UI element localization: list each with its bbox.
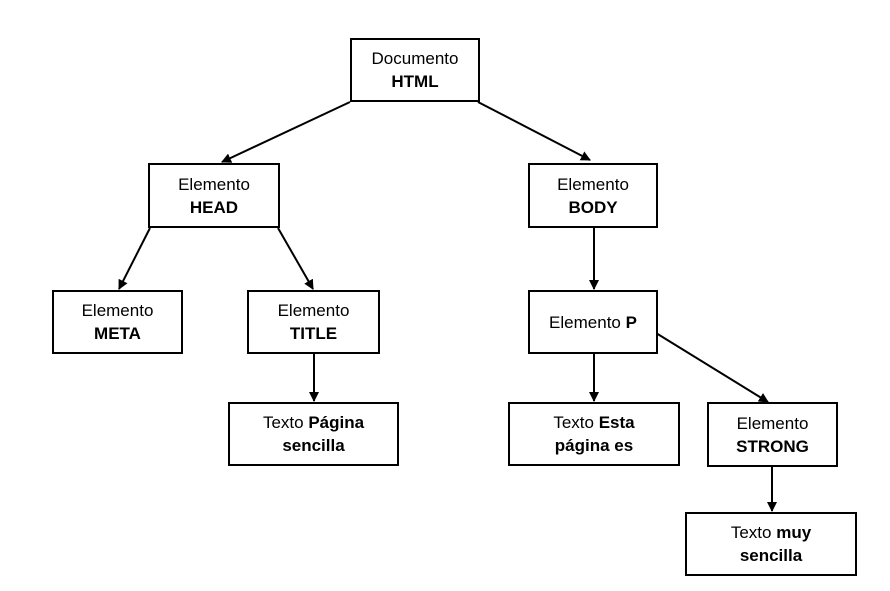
node-text-esta-pagina-es-line1: Texto Esta <box>553 411 634 434</box>
node-element-head-line1: Elemento <box>178 174 250 194</box>
node-text-esta-pagina-es-bold1: Esta <box>598 413 635 432</box>
node-element-head: Elemento HEAD <box>148 163 280 228</box>
edge-p-strong <box>655 332 769 403</box>
node-element-strong-line1: Elemento <box>736 413 809 433</box>
node-text-esta-pagina-es: Texto Esta página es <box>508 402 680 466</box>
node-element-p-bold: P <box>625 312 637 332</box>
node-element-body-line2: BODY <box>568 197 618 217</box>
node-element-title-line2: TITLE <box>289 324 338 343</box>
node-document-html-line2: HTML <box>391 72 439 91</box>
node-text-esta-pagina-es-line2: página es <box>554 436 634 455</box>
node-text-pagina-sencilla-prefix: Texto <box>262 413 304 432</box>
node-element-body: Elemento BODY <box>528 163 658 228</box>
edge-html-head <box>221 101 351 163</box>
edge-html-body <box>477 101 591 161</box>
node-text-pagina-sencilla: Texto Página sencilla <box>228 402 399 466</box>
node-text-pagina-sencilla-line1: Texto Página <box>263 411 364 434</box>
node-element-title: Elemento TITLE <box>247 290 380 354</box>
node-text-muy-sencilla-line2: sencilla <box>739 546 803 565</box>
node-document-html: Documento HTML <box>350 38 480 102</box>
node-text-muy-sencilla: Texto muy sencilla <box>685 512 857 576</box>
node-element-meta: Elemento META <box>52 290 183 354</box>
node-element-meta-line2: META <box>94 324 141 343</box>
node-element-p-line1: Elemento P <box>549 311 637 334</box>
node-text-esta-pagina-es-prefix: Texto <box>553 413 594 432</box>
node-text-muy-sencilla-prefix: Texto <box>730 523 772 542</box>
node-element-strong: Elemento STRONG <box>707 402 838 467</box>
node-element-p-prefix: Elemento <box>549 312 621 332</box>
node-element-body-line1: Elemento <box>557 174 629 194</box>
node-element-p: Elemento P <box>528 290 658 354</box>
node-element-title-line1: Elemento <box>277 301 350 320</box>
edge-head-title <box>277 227 314 290</box>
node-text-pagina-sencilla-bold1: Página <box>308 413 365 432</box>
node-element-head-line2: HEAD <box>189 197 239 217</box>
edge-head-meta <box>118 227 151 290</box>
node-text-muy-sencilla-bold1: muy <box>776 523 812 542</box>
node-element-meta-line1: Elemento <box>81 301 154 320</box>
node-element-strong-line2: STRONG <box>736 436 809 456</box>
node-text-pagina-sencilla-line2: sencilla <box>282 436 345 455</box>
node-text-muy-sencilla-line1: Texto muy <box>731 521 811 544</box>
node-document-html-line1: Documento <box>371 49 459 68</box>
